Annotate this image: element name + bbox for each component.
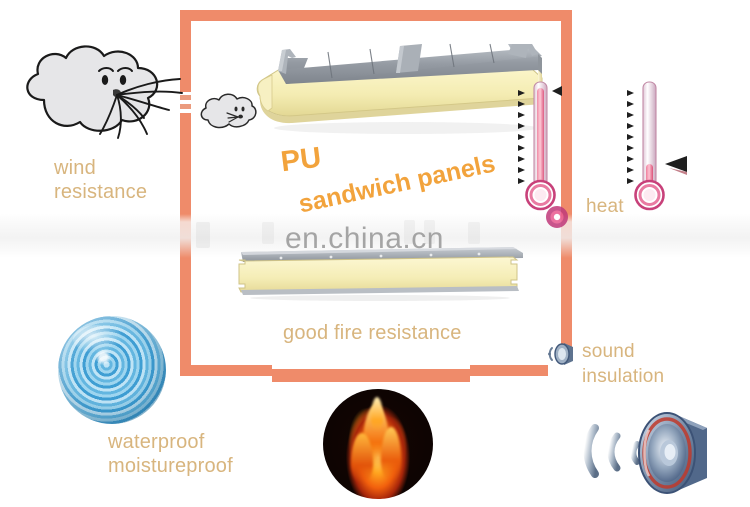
small-loudspeaker-icon [548,340,576,366]
frame-bottom-bar-mid [272,369,470,382]
label-heat: heat [586,196,624,217]
watermark-smudge-4 [424,220,435,244]
watermark-smudge-3 [404,220,415,244]
label-good-fire-resistance: good fire resistance [283,322,462,344]
frame-bottom-bar-right [470,365,548,376]
frame-gap-bar-2 [180,104,191,109]
label-waterproof: waterproof moistureproof [108,431,233,477]
watermark-smudge-5 [468,222,480,244]
pu-sandwich-wall-panel-illustration [235,238,525,301]
loudspeaker-sound-waves-icon [583,394,723,499]
watermark-smudge-2 [262,222,274,244]
made-in-china-logo-icon [546,206,568,228]
water-ripple-circle-image [58,316,166,424]
headline-pu: PU [279,141,324,179]
small-cloud-icon [196,92,258,132]
pu-sandwich-roof-panel-illustration [246,43,546,144]
label-wind-resistance: wind resistance [54,157,148,203]
thermometer-low-icon [625,78,689,228]
cloud-blowing-wind-icon [14,38,184,148]
frame-gap-bar-1 [180,95,191,100]
frame-bottom-bar-left [180,365,272,376]
thermometer-high-icon [516,78,572,228]
label-sound-insulation: sound insulation [582,341,665,387]
headline-sandwich: sandwich panels [296,149,498,219]
fire-flame-circle-image [323,389,433,499]
frame-left-bar-upper [180,10,191,92]
watermark-smudge-1 [196,222,210,248]
frame-top-bar [180,10,572,21]
frame-right-bar [561,10,572,350]
